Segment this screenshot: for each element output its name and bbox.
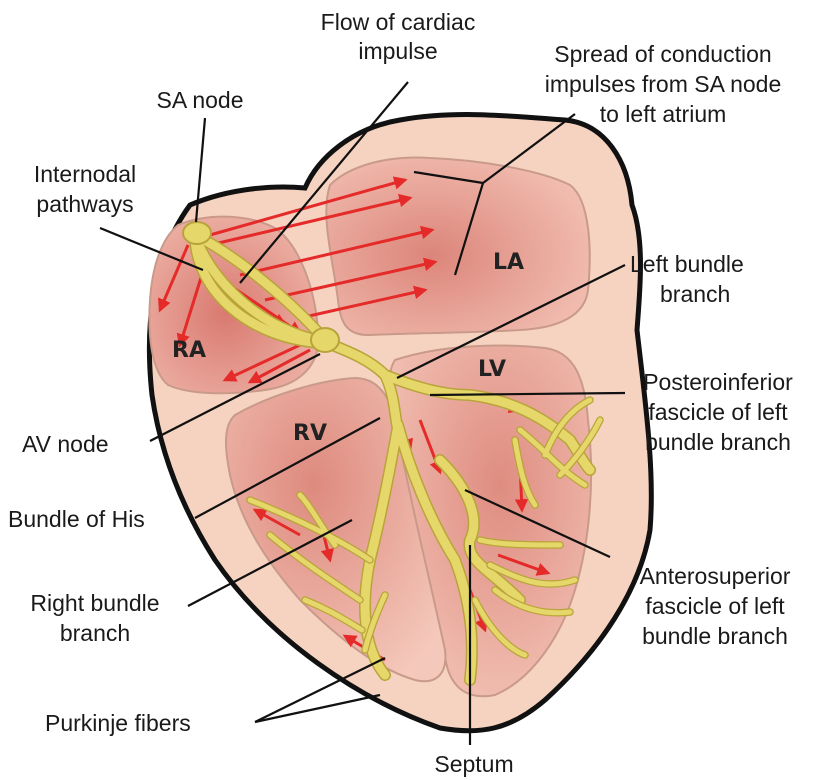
chamber-label-la: LA [493,250,524,275]
svg-text:Spread of conduction: Spread of conduction [554,41,771,67]
label-septum: Septum [434,751,513,777]
svg-text:Internodal: Internodal [34,161,136,187]
label-left-bundle-branch: Left bundle branch [630,251,744,307]
svg-text:pathways: pathways [36,191,133,217]
label-sa-node: SA node [157,87,244,113]
label-anterosuperior-fascicle: Anterosuperior fascicle of left bundle b… [640,563,791,649]
chamber-label-rv: RV [293,421,327,446]
label-spread-of-conduction: Spread of conduction impulses from SA no… [545,41,782,127]
label-posteroinferior-fascicle: Posteroinferior fascicle of left bundle … [643,369,793,455]
svg-text:fascicle of left: fascicle of left [645,593,785,619]
chamber-label-lv: LV [478,357,506,382]
label-bundle-of-his: Bundle of His [8,506,145,532]
sa-node [183,222,211,244]
label-internodal-pathways: Internodal pathways [34,161,136,217]
av-node [311,328,339,352]
label-purkinje-fibers: Purkinje fibers [45,710,191,736]
svg-text:Left bundle: Left bundle [630,251,744,277]
svg-text:Posteroinferior: Posteroinferior [643,369,793,395]
svg-text:bundle branch: bundle branch [642,623,788,649]
chamber-label-ra: RA [172,338,206,363]
svg-text:Flow of cardiac: Flow of cardiac [321,9,476,35]
svg-text:branch: branch [660,281,730,307]
svg-text:branch: branch [60,620,130,646]
svg-text:Right bundle: Right bundle [30,590,159,616]
svg-text:impulse: impulse [358,38,437,64]
svg-text:Anterosuperior: Anterosuperior [640,563,791,589]
label-flow-of-cardiac-impulse: Flow of cardiac impulse [321,9,476,64]
label-av-node: AV node [22,431,109,457]
svg-text:to left atrium: to left atrium [600,101,727,127]
svg-text:bundle branch: bundle branch [645,429,791,455]
svg-text:impulses from SA node: impulses from SA node [545,71,782,97]
svg-text:fascicle of left: fascicle of left [648,399,788,425]
label-right-bundle-branch: Right bundle branch [30,590,159,646]
